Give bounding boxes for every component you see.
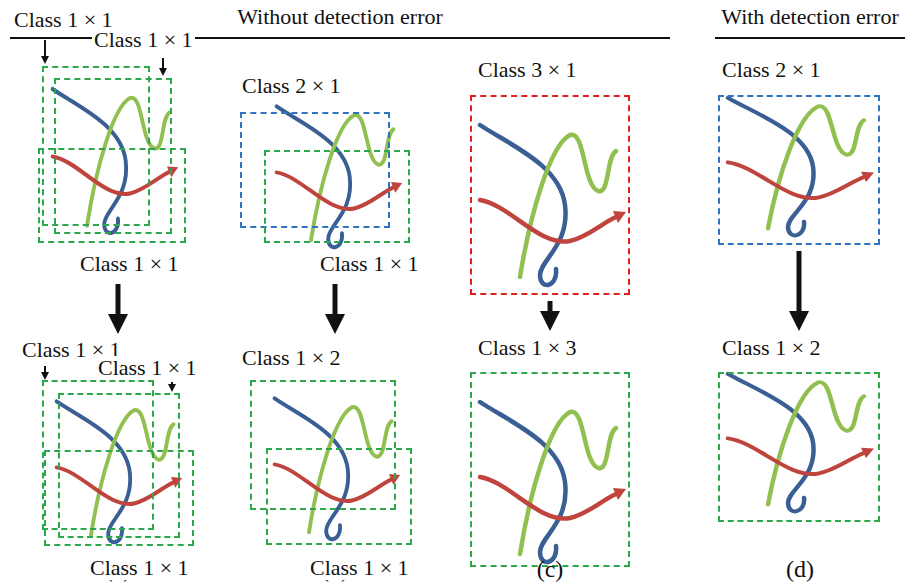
leader-arrow <box>44 366 46 378</box>
detection-box: Class 1 × 1 <box>44 450 194 546</box>
detection-box: Class 3 × 1 <box>470 95 630 295</box>
panel-letter: (d) <box>786 556 814 583</box>
trajectory-figure <box>53 89 179 233</box>
detection-box: Class 1 × 1 <box>42 66 150 226</box>
header-rule <box>715 37 905 39</box>
detection-box: Class 1 × 2 <box>250 380 396 510</box>
section-heading: Without detection error <box>237 4 443 30</box>
class-label: Class 1 × 2 <box>720 336 823 360</box>
trajectory-figure <box>728 374 874 512</box>
trajectory-figure <box>480 402 626 562</box>
class-label: Class 1 × 1 <box>318 252 421 276</box>
class-label: Class 3 × 1 <box>476 58 579 82</box>
detection-box: Class 1 × 1 <box>266 448 412 545</box>
class-label: Class 2 × 1 <box>240 74 343 98</box>
class-label: Class 1 × 2 <box>240 346 343 370</box>
class-label: Class 1 × 1 <box>96 356 199 380</box>
class-label: Class 1 × 3 <box>476 336 579 360</box>
transform-arrow <box>540 301 560 331</box>
detection-box: Class 1 × 1 <box>38 148 186 243</box>
class-label: Class 1 × 1 <box>88 556 191 580</box>
leader-arrow <box>171 382 173 390</box>
trajectory-figure <box>57 401 183 542</box>
trajectory-figure <box>275 398 401 539</box>
transform-arrow <box>108 284 128 334</box>
panel-letter: (c) <box>537 556 564 583</box>
class-label: Class 1 × 1 <box>92 28 195 52</box>
detection-box: Class 1 × 1 <box>54 78 172 234</box>
class-label: Class 1 × 1 <box>308 556 411 580</box>
detection-box: Class 2 × 1 <box>240 112 390 228</box>
class-label: Class 1 × 1 <box>78 252 181 276</box>
transform-arrow <box>789 251 809 331</box>
section-heading: With detection error <box>721 4 898 30</box>
detection-box: Class 1 × 1 <box>58 393 180 538</box>
detection-box: Class 1 × 3 <box>470 372 630 567</box>
leader-arrow <box>44 40 46 62</box>
class-label: Class 2 × 1 <box>720 58 823 82</box>
detection-box: Class 2 × 1 <box>718 95 880 245</box>
detection-box: Class 1 × 2 <box>718 372 880 522</box>
trajectory-figure <box>480 125 626 285</box>
trajectory-figure <box>728 98 874 236</box>
transform-arrow <box>325 284 345 334</box>
leader-arrow <box>162 58 164 74</box>
detection-box: Class 1 × 1 <box>264 150 410 243</box>
